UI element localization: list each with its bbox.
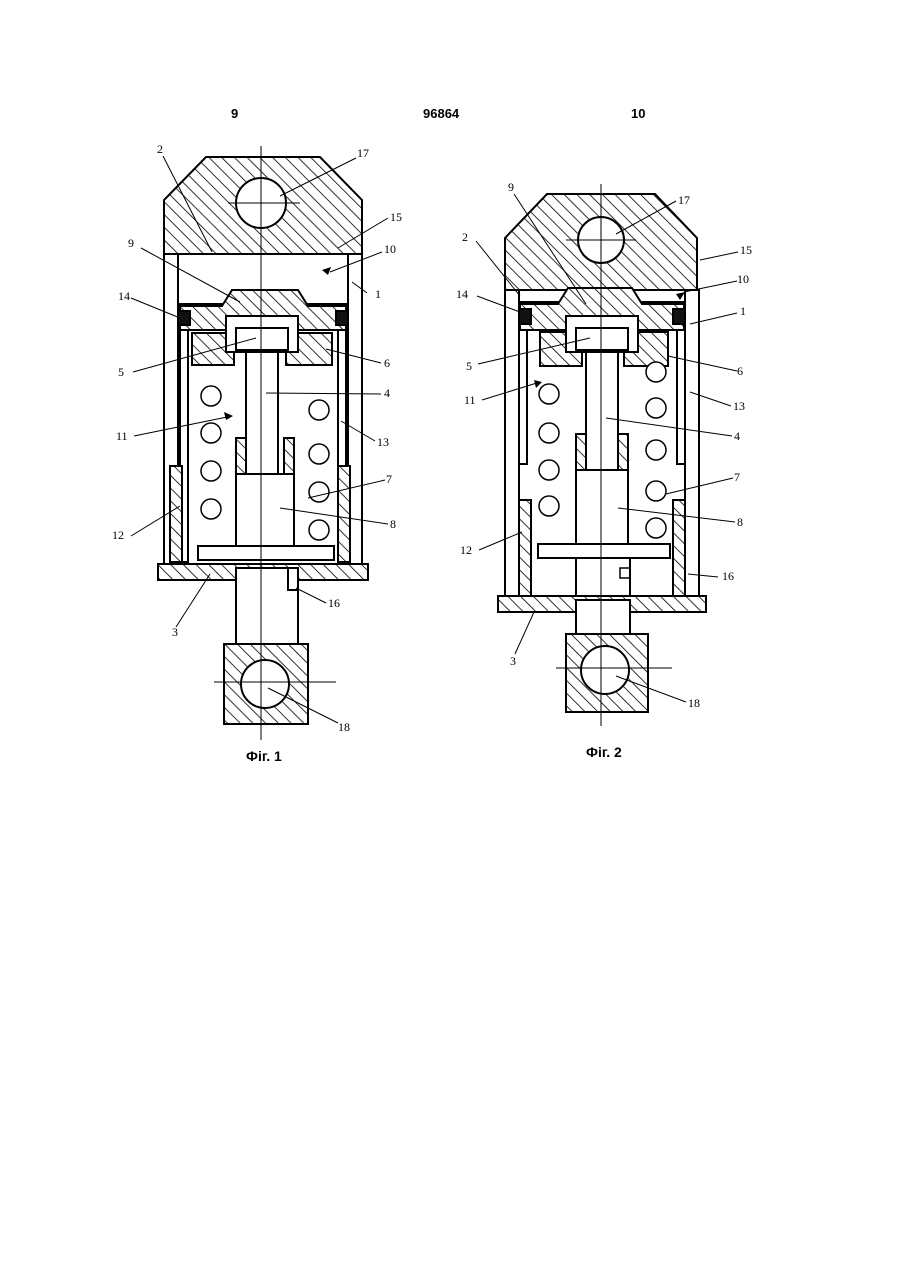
fig1-label-1: 1 <box>375 287 381 301</box>
fig2-label-9: 9 <box>508 180 514 194</box>
fig2-label-3: 3 <box>510 654 516 668</box>
fig2-label-13: 13 <box>733 399 745 413</box>
figure-1-drawing <box>131 146 388 740</box>
fig1-label-15: 15 <box>390 210 402 224</box>
fig1-label-5: 5 <box>118 365 124 379</box>
fig2-label-12: 12 <box>460 543 472 557</box>
fig1-label-16: 16 <box>328 596 340 610</box>
fig1-label-3: 3 <box>172 625 178 639</box>
fig2-label-17: 17 <box>678 193 690 207</box>
fig2-label-6: 6 <box>737 364 743 378</box>
fig1-label-18: 18 <box>338 720 350 734</box>
figure-2-caption: Фіг. 2 <box>586 744 622 760</box>
fig2-label-11: 11 <box>464 393 476 407</box>
fig2-label-15: 15 <box>740 243 752 257</box>
fig2-label-10: 10 <box>737 272 749 286</box>
fig1-label-4: 4 <box>384 386 390 400</box>
fig1-label-13: 13 <box>377 435 389 449</box>
fig1-label-7: 7 <box>386 472 392 486</box>
fig1-label-6: 6 <box>384 356 390 370</box>
fig1-label-12: 12 <box>112 528 124 542</box>
fig2-label-4: 4 <box>734 429 740 443</box>
fig1-label-8: 8 <box>390 517 396 531</box>
fig2-label-18: 18 <box>688 696 700 710</box>
figure-1-caption: Фіг. 1 <box>246 748 282 764</box>
fig1-label-14: 14 <box>118 289 130 303</box>
fig1-label-9: 9 <box>128 236 134 250</box>
fig2-label-1: 1 <box>740 304 746 318</box>
fig2-label-8: 8 <box>737 515 743 529</box>
fig2-label-5: 5 <box>466 359 472 373</box>
fig2-label-16: 16 <box>722 569 734 583</box>
fig1-label-10: 10 <box>384 242 396 256</box>
fig1-label-2: 2 <box>157 142 163 156</box>
fig1-label-17: 17 <box>357 146 369 160</box>
fig2-label-7: 7 <box>734 470 740 484</box>
figure-2-drawing <box>476 184 738 726</box>
fig2-label-14: 14 <box>456 287 468 301</box>
fig2-label-2: 2 <box>462 230 468 244</box>
fig1-label-11: 11 <box>116 429 128 443</box>
